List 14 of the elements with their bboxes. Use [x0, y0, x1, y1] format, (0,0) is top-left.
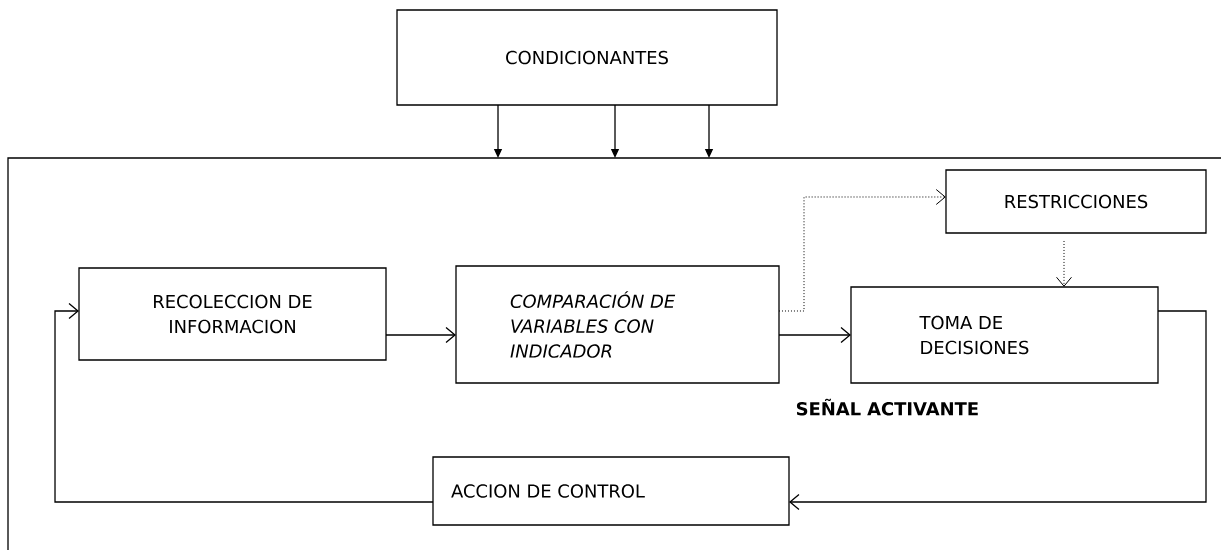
process-box: RESTRICCIONES — [945, 169, 1207, 234]
process-box: RECOLECCION DE INFORMACION — [78, 267, 387, 361]
arrow — [385, 326, 456, 344]
process-box: TOMA DE DECISIONES — [850, 286, 1159, 384]
process-box: CONDICIONANTES — [396, 9, 778, 106]
arrow — [778, 326, 851, 344]
arrow — [789, 310, 1207, 511]
signal-label: SEÑAL ACTIVANTE — [796, 398, 978, 416]
frame — [7, 157, 1221, 550]
arrow — [778, 189, 946, 312]
process-box: ACCION DE CONTROL — [432, 456, 790, 526]
process-box: COMPARACIÓN DE VARIABLES CON INDICADOR — [455, 265, 780, 384]
arrow — [54, 302, 434, 503]
arrow — [1056, 240, 1072, 287]
